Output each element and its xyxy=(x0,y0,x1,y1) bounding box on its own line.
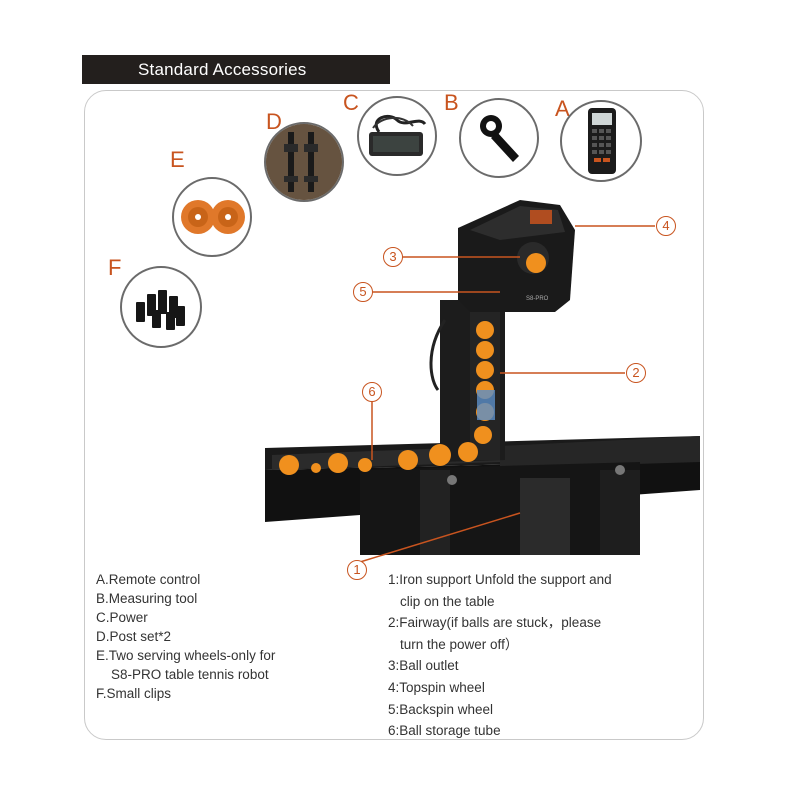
small-clips-image xyxy=(120,266,202,348)
legend-item-d: D.Post set*2 xyxy=(96,629,172,644)
legend-item-2: 2:Fairway(if balls are stuck，please xyxy=(388,615,602,631)
accessory-letter-f: F xyxy=(108,255,122,280)
parts-legend: 1:Iron support Unfold the support and cl… xyxy=(388,569,612,742)
legend-item-1-continued: clip on the table xyxy=(400,593,495,609)
legend-item-3: 3:Ball outlet xyxy=(388,658,459,674)
remote-control-image xyxy=(560,100,642,182)
legend-item-f: F.Small clips xyxy=(96,686,172,701)
callout-2: 2 xyxy=(626,363,646,383)
accessory-letter-b: B xyxy=(444,90,459,115)
power-adapter-image xyxy=(357,96,437,176)
legend-item-e-continued: S8-PRO table tennis robot xyxy=(111,667,269,682)
model-label: S8-PRO xyxy=(526,296,549,302)
post-set-image xyxy=(264,122,344,202)
legend-item-2-continued: turn the power off） xyxy=(400,636,519,652)
callout-6: 6 xyxy=(362,382,382,402)
measuring-tool-image xyxy=(459,98,539,178)
callout-3: 3 xyxy=(383,247,403,267)
callout-5: 5 xyxy=(353,282,373,302)
legend-item-e: E.Two serving wheels-only for xyxy=(96,648,276,663)
section-title: Standard Accessories xyxy=(82,55,390,84)
legend-item-5: 5:Backspin wheel xyxy=(388,701,494,717)
serving-wheels-image xyxy=(172,177,252,257)
accessory-letter-a: A xyxy=(555,96,570,121)
callout-4: 4 xyxy=(656,216,676,236)
legend-item-1: 1:Iron support Unfold the support and xyxy=(388,572,612,587)
legend-item-4: 4:Topspin wheel xyxy=(388,679,485,695)
content-frame xyxy=(84,90,704,740)
accessory-letter-c: C xyxy=(343,90,359,115)
legend-item-a: A.Remote control xyxy=(96,572,201,587)
accessory-letter-d: D xyxy=(266,109,282,134)
legend-item-6: 6:Ball storage tube xyxy=(388,723,501,739)
legend-item-b: B.Measuring tool xyxy=(96,591,198,606)
legend-item-c: C.Power xyxy=(96,610,148,625)
callout-1: 1 xyxy=(347,560,367,580)
accessories-legend: A.Remote control B.Measuring tool C.Powe… xyxy=(96,570,275,703)
accessory-letter-e: E xyxy=(170,147,185,172)
